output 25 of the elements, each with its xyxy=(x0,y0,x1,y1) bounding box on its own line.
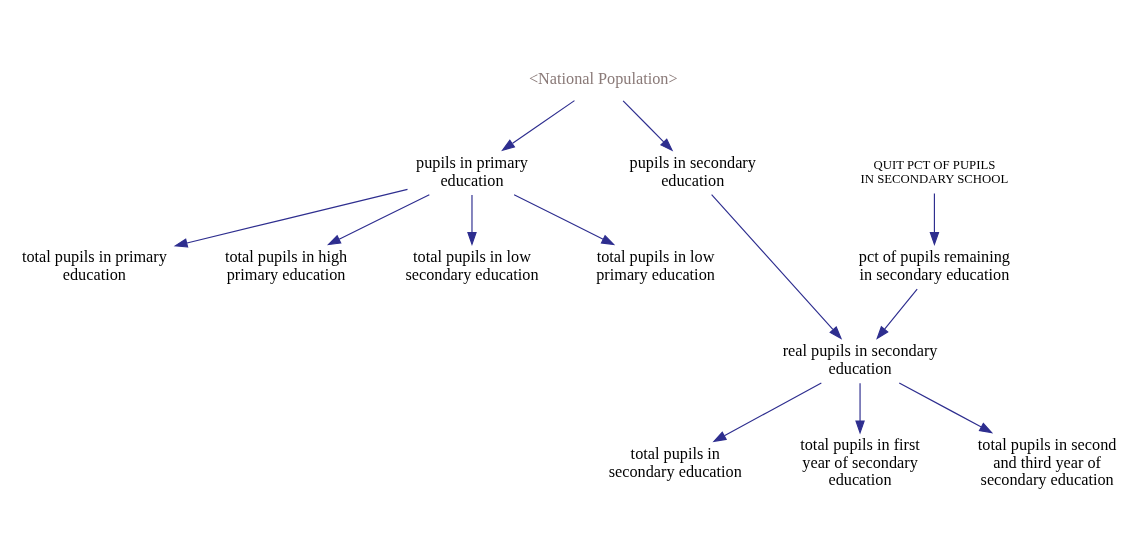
node-text: total pupils in second and third year of secondary education xyxy=(977,435,1117,489)
arrow xyxy=(326,193,430,245)
arrow xyxy=(855,382,865,434)
node-text: total pupils in low primary education xyxy=(596,247,715,284)
node-text: total pupils in secondary education xyxy=(608,444,742,481)
node-text: pupils in primary education xyxy=(416,153,528,190)
node-text: total pupils in primary education xyxy=(21,247,167,284)
arrow xyxy=(467,193,477,246)
arrow xyxy=(173,188,409,248)
arrow xyxy=(712,381,822,442)
node-text: total pupils in first year of secondary education xyxy=(800,435,920,489)
arrow xyxy=(898,381,994,433)
node-text: total pupils in low secondary education xyxy=(405,247,539,284)
node-text: pct of pupils remaining in secondary education xyxy=(858,247,1010,284)
arrow xyxy=(501,99,576,151)
node-text: <National Population> xyxy=(528,69,678,88)
node-text: pupils in secondary education xyxy=(629,153,756,190)
node-text: total pupils in high primary education xyxy=(224,247,348,284)
arrow xyxy=(622,99,674,152)
arrow xyxy=(876,288,918,340)
node-text: real pupils in secondary education xyxy=(782,341,938,378)
node-text: QUIT PCT OF PUPILS IN SECONDARY SCHOOL xyxy=(860,157,1009,186)
arrow xyxy=(513,193,616,245)
arrow xyxy=(711,193,843,340)
arrow xyxy=(929,192,940,246)
